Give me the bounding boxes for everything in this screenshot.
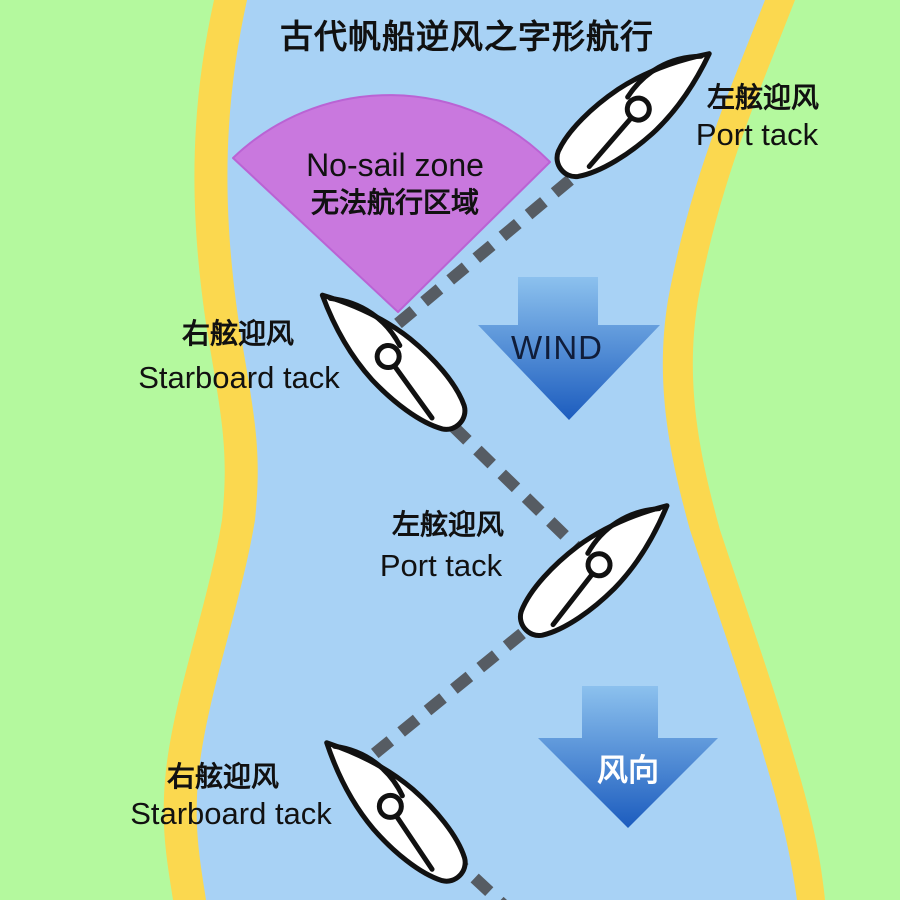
tack-label-middle: 左舷迎风 Port tack [380, 508, 504, 583]
tack-label-mid-left-en: Starboard tack [138, 360, 340, 395]
right-bank-land [692, 0, 900, 900]
wind-arrow-top-label: WIND [511, 329, 603, 366]
tack-label-bottom-left-zh: 右舷迎风 [167, 760, 279, 792]
tack-label-mid-left: 右舷迎风 Starboard tack [138, 317, 340, 395]
tack-label-bottom-left: 右舷迎风 Starboard tack [130, 760, 332, 831]
tack-label-top-right-zh: 左舷迎风 [707, 81, 819, 113]
tack-label-middle-en: Port tack [380, 548, 503, 583]
tack-label-top-right-en: Port tack [696, 117, 819, 152]
wind-arrow-bottom [538, 686, 718, 828]
wind-arrow-top [478, 277, 660, 420]
tack-label-bottom-left-en: Starboard tack [130, 796, 332, 831]
left-bank-land [0, 0, 225, 900]
no-sail-zone-sector [232, 94, 551, 313]
diagram-title: 古代帆船逆风之字形航行 [280, 18, 654, 55]
tack-label-top-right: 左舷迎风 Port tack [696, 81, 819, 152]
no-sail-zone-label-en: No-sail zone [306, 147, 484, 183]
wind-arrow-bottom-label: 风向 [597, 753, 659, 788]
tack-label-middle-zh: 左舷迎风 [392, 508, 504, 540]
tack-label-mid-left-zh: 右舷迎风 [182, 317, 294, 349]
no-sail-zone-label-zh: 无法航行区域 [311, 186, 479, 218]
